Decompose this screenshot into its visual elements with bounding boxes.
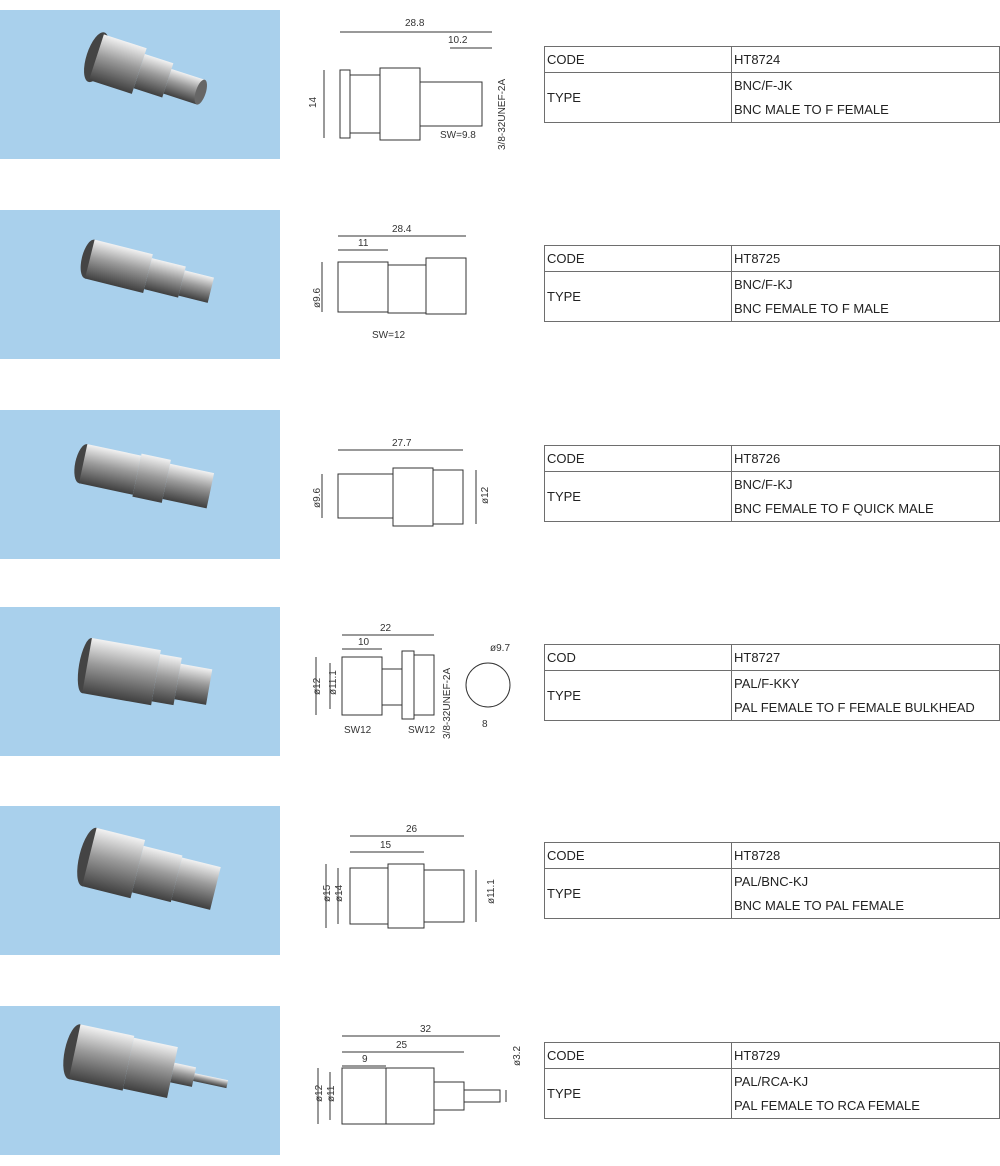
dim-thread: 3/8-32UNEF-2A (497, 79, 508, 150)
dimension-drawing: 32 25 9 ø12 ø11 ø3.2 (314, 1024, 523, 1125)
dim-sw: SW=9.8 (440, 130, 476, 141)
dim-dia: ø15 (322, 884, 333, 902)
type-value: PAL/F-KKY (734, 675, 800, 691)
dim-length: 32 (420, 1024, 432, 1035)
dim-height: 14 (308, 96, 319, 108)
code-label: CODE (544, 842, 732, 869)
code-label: CODE (544, 46, 732, 73)
dim-length: 28.4 (392, 224, 412, 235)
type-description: PAL FEMALE TO F FEMALE BULKHEAD (734, 699, 975, 715)
type-value: BNC/F-JK (734, 77, 793, 93)
type-cell: PAL/F-KKY PAL FEMALE TO F FEMALE BULKHEA… (731, 670, 1000, 721)
dim-length: 28.8 (405, 18, 425, 29)
dim-sw: SW12 (344, 725, 372, 736)
dim-pin-dia: ø3.2 (512, 1046, 523, 1066)
dim-flat: 8 (482, 719, 488, 730)
type-value: PAL/BNC-KJ (734, 873, 809, 889)
dim-sw2: SW12 (408, 725, 436, 736)
type-cell: BNC/F-KJ BNC FEMALE TO F MALE (731, 271, 1000, 322)
type-value: BNC/F-KJ (734, 476, 793, 492)
code-value: HT8729 (731, 1042, 1000, 1069)
dim-dia: ø12 (312, 677, 323, 695)
product-photo (0, 410, 280, 559)
dim-dia: ø9.6 (312, 488, 323, 508)
dimension-drawing: 28.8 10.2 14 3/8-32UNEF-2A SW=9.8 (308, 18, 508, 150)
product-row-ht8728: 26 15 ø15 ø14 ø11.1 CODE HT8728 TYPE PAL… (0, 806, 1000, 956)
dimension-drawing: 27.7 ø9.6 ø12 (312, 438, 491, 527)
dim-dia2: ø11.1 (328, 670, 339, 695)
type-label: TYPE (544, 72, 732, 123)
type-cell: BNC/F-JK BNC MALE TO F FEMALE (731, 72, 1000, 123)
type-label: TYPE (544, 868, 732, 919)
product-photo (0, 210, 280, 359)
dim-dia2: ø14 (334, 884, 345, 902)
product-row-ht8726: 27.7 ø9.6 ø12 CODE HT8726 TYPE BNC/F-KJ … (0, 410, 1000, 560)
spec-table: CODE HT8728 TYPE PAL/BNC-KJ BNC MALE TO … (544, 842, 1000, 919)
type-label: TYPE (544, 1068, 732, 1119)
spec-table: CODE HT8729 TYPE PAL/RCA-KJ PAL FEMALE T… (544, 1042, 1000, 1119)
spec-table: CODE HT8725 TYPE BNC/F-KJ BNC FEMALE TO … (544, 245, 1000, 322)
dim-sub: 11 (358, 238, 369, 249)
dim-dia2: ø11 (326, 1085, 337, 1102)
product-row-ht8729: 32 25 9 ø12 ø11 ø3.2 CODE HT8729 TYPE PA… (0, 1006, 1000, 1156)
dimension-drawing: 22 10 ø12 ø11.1 3/8-32UNEF-2A SW12 SW12 … (312, 623, 511, 739)
dim-length: 22 (380, 623, 392, 634)
dim-length: 27.7 (392, 438, 412, 449)
dim-length: 26 (406, 824, 418, 835)
type-cell: PAL/BNC-KJ BNC MALE TO PAL FEMALE (731, 868, 1000, 919)
code-label: CODE (544, 445, 732, 472)
product-photo (0, 607, 280, 756)
type-label: TYPE (544, 670, 732, 721)
code-value: HT8724 (731, 46, 1000, 73)
dim-sub: 15 (380, 840, 392, 851)
dim-sw: SW=12 (372, 330, 406, 341)
code-label: COD (544, 644, 732, 671)
dim-dia3: ø11.1 (486, 879, 497, 904)
dim-thread: 3/8-32UNEF-2A (442, 668, 453, 739)
dim-sub2: 9 (362, 1054, 368, 1065)
dim-end-dia: ø9.7 (490, 643, 510, 654)
code-label: CODE (544, 1042, 732, 1069)
product-photo (0, 1006, 280, 1155)
type-description: BNC FEMALE TO F QUICK MALE (734, 500, 934, 516)
type-value: PAL/RCA-KJ (734, 1073, 809, 1089)
dim-dia: ø9.6 (312, 288, 323, 308)
type-description: PAL FEMALE TO RCA FEMALE (734, 1097, 920, 1113)
dim-dia2: ø12 (480, 486, 491, 504)
type-description: BNC FEMALE TO F MALE (734, 300, 889, 316)
product-row-ht8724: 28.8 10.2 14 3/8-32UNEF-2A SW=9.8 CODE H… (0, 10, 1000, 160)
code-value: HT8728 (731, 842, 1000, 869)
code-value: HT8727 (731, 644, 1000, 671)
dim-sub: 10 (358, 637, 370, 648)
type-description: BNC MALE TO F FEMALE (734, 101, 889, 117)
dim-sub: 25 (396, 1040, 408, 1051)
product-row-ht8725: 28.4 11 ø9.6 SW=12 CODE HT8725 TYPE BNC/… (0, 210, 1000, 360)
code-value: HT8725 (731, 245, 1000, 272)
spec-table: CODE HT8724 TYPE BNC/F-JK BNC MALE TO F … (544, 46, 1000, 123)
type-label: TYPE (544, 271, 732, 322)
type-label: TYPE (544, 471, 732, 522)
type-description: BNC MALE TO PAL FEMALE (734, 897, 905, 913)
product-photo (0, 10, 280, 159)
type-cell: BNC/F-KJ BNC FEMALE TO F QUICK MALE (731, 471, 1000, 522)
dim-sub: 10.2 (448, 35, 468, 46)
spec-table: CODE HT8726 TYPE BNC/F-KJ BNC FEMALE TO … (544, 445, 1000, 522)
dimension-drawing: 26 15 ø15 ø14 ø11.1 (322, 824, 497, 929)
type-cell: PAL/RCA-KJ PAL FEMALE TO RCA FEMALE (731, 1068, 1000, 1119)
dimension-drawing: 28.4 11 ø9.6 SW=12 (312, 224, 467, 341)
code-value: HT8726 (731, 445, 1000, 472)
dim-dia: ø12 (314, 1084, 325, 1102)
spec-table: COD HT8727 TYPE PAL/F-KKY PAL FEMALE TO … (544, 644, 1000, 721)
code-label: CODE (544, 245, 732, 272)
product-photo (0, 806, 280, 955)
product-row-ht8727: 22 10 ø12 ø11.1 3/8-32UNEF-2A SW12 SW12 … (0, 607, 1000, 757)
type-value: BNC/F-KJ (734, 276, 793, 292)
